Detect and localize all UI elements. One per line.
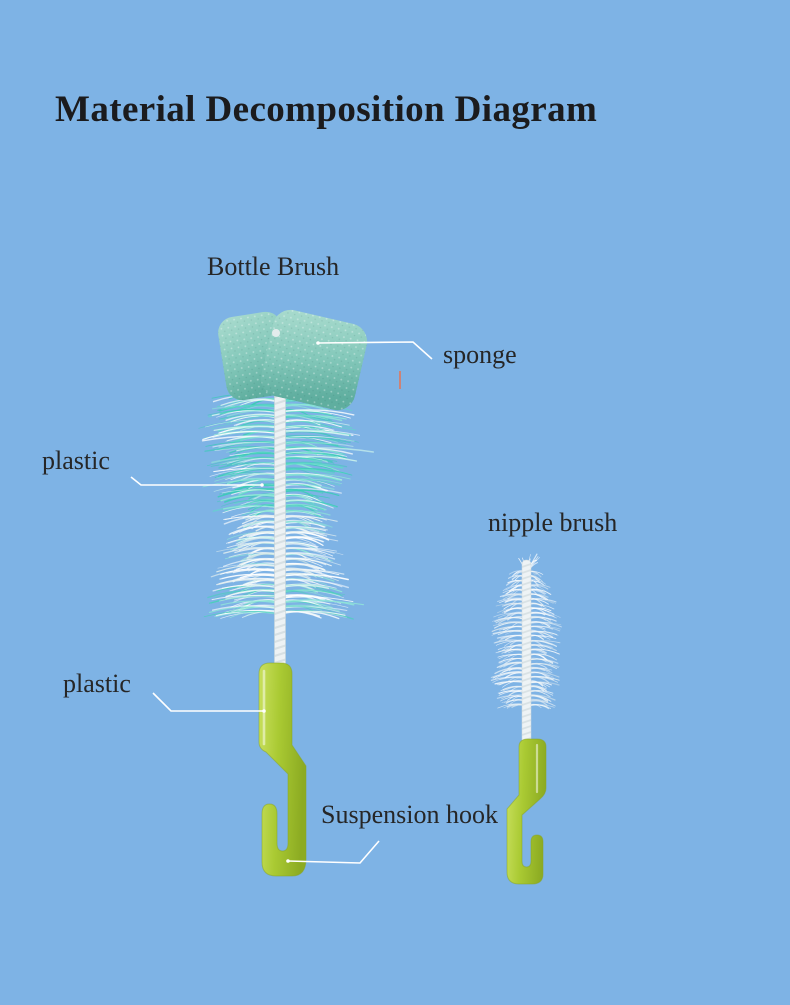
sponge-wire-bead [272,329,280,337]
bottle-brush-sponge [218,309,368,411]
nipple-handle-hook [506,738,547,885]
plastic-bristles-callout-line [130,476,262,486]
nipple-brush-graphic [490,553,563,885]
bottle-brush-handle [258,662,307,877]
suspension-hook-label: Suspension hook [321,800,498,829]
plastic-bristles-label: plastic [42,446,110,475]
bottle-brush-wire-stem [274,385,286,671]
nipple-brush-handle [506,738,547,885]
plastic-handle-label: plastic [63,669,131,698]
bottle-handle-hook [258,662,307,877]
bottle-brush-graphic [198,309,375,877]
page-title: Material Decomposition Diagram [55,89,598,130]
bottle-brush-bristles [198,387,375,620]
bottle-brush-label: Bottle Brush [207,252,340,281]
nipple-brush-wire-stem [521,559,532,745]
nipple-brush-label: nipple brush [488,508,618,537]
sponge-label: sponge [443,340,517,369]
suspension-hook-callout-line [287,840,380,864]
callout-lines [130,341,433,864]
sponge-callout-line [317,341,433,360]
plastic-handle-callout-line [152,692,264,712]
